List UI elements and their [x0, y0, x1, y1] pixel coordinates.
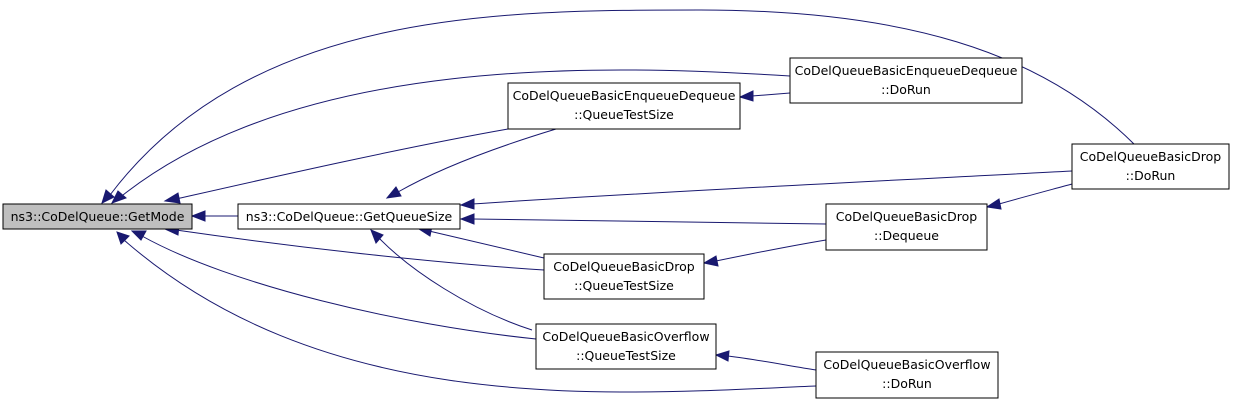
node-getmode-label: ns3::CoDelQueue::GetMode	[11, 209, 185, 224]
edge-dorun-drop-to-dequeue-drop	[985, 183, 1073, 210]
edge-dequeue-drop-to-getqueuesize	[459, 213, 827, 225]
node-enqueue-dequeue-dorun[interactable]: CoDelQueueBasicEnqueueDequeue ::DoRun	[789, 57, 1023, 104]
node-getmode[interactable]: ns3::CoDelQueue::GetMode	[2, 203, 193, 230]
node-drop-dequeue-line1: CoDelQueueBasicDrop	[836, 209, 977, 224]
node-getqueuesize[interactable]: ns3::CoDelQueue::GetQueueSize	[237, 203, 461, 230]
node-drop-queuetestsize-line2: ::QueueTestSize	[574, 278, 674, 293]
node-overflow-dorun-line1: CoDelQueueBasicOverflow	[823, 357, 990, 372]
edge-qts-ed-to-getmode	[163, 128, 509, 204]
node-overflow-dorun-line2: ::DoRun	[882, 376, 932, 391]
node-overflow-queuetestsize-line1: CoDelQueueBasicOverflow	[542, 329, 709, 344]
edge-dequeue-drop-to-qts-drop	[702, 239, 827, 267]
node-enqueue-dequeue-queuetestsize[interactable]: CoDelQueueBasicEnqueueDequeue ::QueueTes…	[507, 82, 741, 130]
edge-qts-drop-to-getqueuesize	[417, 225, 545, 259]
node-drop-queuetestsize[interactable]: CoDelQueueBasicDrop ::QueueTestSize	[543, 253, 705, 300]
edge-getqueuesize-to-getmode	[190, 210, 238, 222]
edge-dorun-drop-to-getqueuesize	[459, 170, 1073, 210]
edge-qts-of-to-getmode	[130, 230, 537, 340]
node-enqueue-dequeue-queuetestsize-line2: ::QueueTestSize	[574, 107, 674, 122]
node-drop-dorun-line2: ::DoRun	[1126, 168, 1176, 183]
node-enqueue-dequeue-dorun-line1: CoDelQueueBasicEnqueueDequeue	[795, 63, 1018, 78]
node-drop-dorun[interactable]: CoDelQueueBasicDrop ::DoRun	[1071, 143, 1230, 190]
node-getqueuesize-label: ns3::CoDelQueue::GetQueueSize	[246, 209, 453, 224]
edge-dorun-of-to-qts-of	[714, 350, 817, 371]
edge-dorun-ed-to-qts-ed	[738, 90, 791, 102]
edge-qts-ed-to-getqueuesize	[385, 128, 557, 199]
node-drop-dequeue-line2: ::Dequeue	[874, 228, 939, 243]
edge-qts-of-to-getqueuesize	[370, 229, 533, 331]
node-drop-queuetestsize-line1: CoDelQueueBasicDrop	[553, 259, 694, 274]
edge-dorun-ed-to-getmode	[110, 69, 791, 204]
node-overflow-dorun[interactable]: CoDelQueueBasicOverflow ::DoRun	[815, 351, 999, 399]
node-drop-dorun-line1: CoDelQueueBasicDrop	[1080, 149, 1221, 164]
node-enqueue-dequeue-dorun-line2: ::DoRun	[881, 82, 931, 97]
edge-qts-drop-to-getmode	[163, 224, 545, 271]
node-overflow-queuetestsize[interactable]: CoDelQueueBasicOverflow ::QueueTestSize	[535, 323, 717, 370]
node-overflow-queuetestsize-line2: ::QueueTestSize	[576, 348, 676, 363]
edge-dorun-of-to-getmode	[116, 231, 817, 393]
node-drop-dequeue[interactable]: CoDelQueueBasicDrop ::Dequeue	[825, 203, 988, 251]
node-enqueue-dequeue-queuetestsize-line1: CoDelQueueBasicEnqueueDequeue	[513, 88, 736, 103]
